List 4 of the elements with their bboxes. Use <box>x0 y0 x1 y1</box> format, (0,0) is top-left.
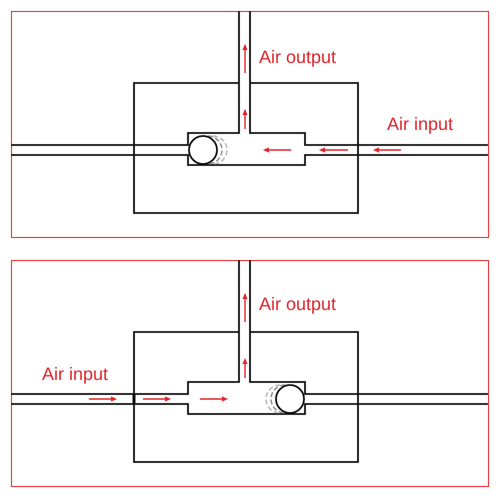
flow-label: Air input <box>42 364 108 385</box>
flow-label: Air input <box>387 114 454 135</box>
flow-label: Air output <box>259 47 336 68</box>
flow-label: Air output <box>259 294 336 315</box>
